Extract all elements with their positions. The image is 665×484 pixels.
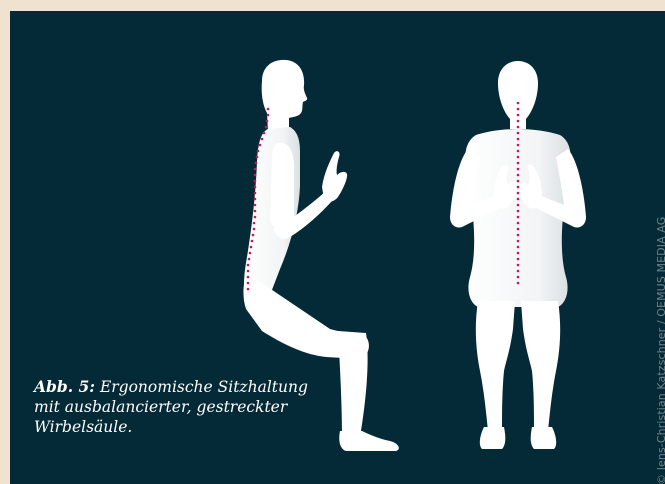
front-view-figure (450, 61, 586, 449)
illustration-panel: Abb. 5: Ergonomische Sitzhaltung mit aus… (10, 11, 665, 484)
caption-text-line1: Ergonomische Sitzhaltung (100, 378, 308, 396)
photo-credit: © Jens-Christian Katzschner / OEMUS MEDI… (655, 217, 665, 484)
caption-text-line3: Wirbelsäule. (34, 418, 132, 436)
figure-caption: Abb. 5: Ergonomische Sitzhaltung mit aus… (34, 377, 334, 437)
caption-text-line2: mit ausbalancierter, gestreckter (34, 398, 287, 416)
caption-label: Abb. 5: (34, 377, 95, 396)
